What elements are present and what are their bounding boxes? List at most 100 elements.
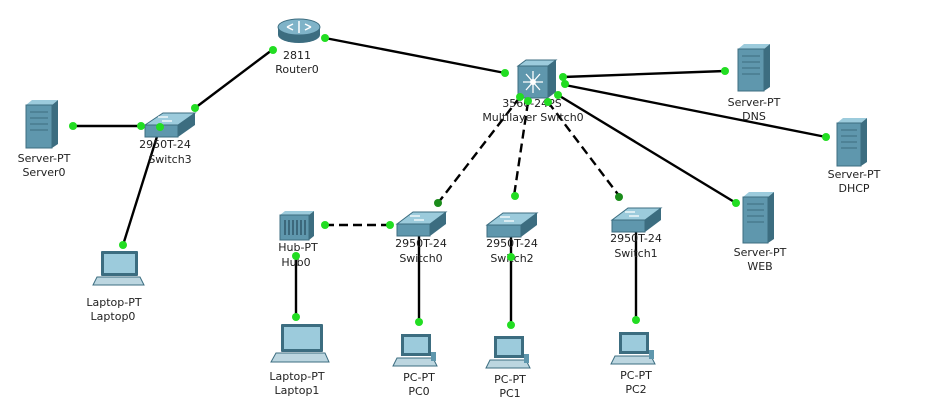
- port-light: [292, 252, 300, 260]
- device-switch1[interactable]: 2950T-24 Switch1: [610, 207, 663, 260]
- pc-icon: [485, 336, 531, 369]
- multilayer-switch-icon: [516, 59, 558, 99]
- router0-name-label: Router0: [275, 63, 318, 76]
- pc0-model-label: PC-PT: [403, 371, 435, 384]
- pc1-model-label: PC-PT: [494, 373, 526, 386]
- server0-name-label: Server0: [22, 166, 65, 179]
- device-switch0[interactable]: 2950T-24 Switch0: [395, 211, 448, 265]
- switch-icon: [395, 211, 448, 237]
- port-light: [561, 80, 569, 88]
- laptop0-model-label: Laptop-PT: [86, 296, 141, 309]
- switch-icon: [485, 212, 539, 238]
- hub0-name-label: Hub0: [281, 256, 310, 269]
- pc-icon: [392, 334, 438, 367]
- device-switch3[interactable]: 2950T-24 Switch3: [139, 112, 197, 166]
- switch1-name-label: Switch1: [614, 247, 657, 260]
- link-router0-switch3[interactable]: [194, 49, 273, 109]
- device-laptop0[interactable]: Laptop-PT Laptop0: [86, 251, 145, 323]
- server-icon: [25, 100, 58, 149]
- port-light: [632, 316, 640, 324]
- laptop0-name-label: Laptop0: [91, 310, 136, 323]
- web-name-label: WEB: [747, 260, 772, 273]
- hub0-model-label: Hub-PT: [278, 241, 318, 254]
- laptop-icon: [270, 324, 330, 363]
- link-mls-switch0[interactable]: [437, 96, 521, 204]
- device-multilayer-switch0[interactable]: 3560-24PS Multilayer Switch0: [482, 59, 584, 124]
- pc1-name-label: PC1: [499, 387, 520, 400]
- laptop1-name-label: Laptop1: [275, 384, 320, 397]
- port-light: [524, 97, 532, 105]
- device-pc2[interactable]: PC-PT PC2: [610, 332, 656, 396]
- port-lights-layer: [69, 34, 830, 329]
- port-light: [434, 199, 442, 207]
- dhcp-name-label: DHCP: [838, 182, 869, 195]
- port-light: [615, 193, 623, 201]
- port-light: [822, 133, 830, 141]
- hub-icon: [279, 211, 314, 241]
- port-light: [721, 67, 729, 75]
- switch0-model-label: 2950T-24: [395, 237, 447, 250]
- server-icon: [836, 118, 867, 167]
- pc2-model-label: PC-PT: [620, 369, 652, 382]
- device-dns-server[interactable]: Server-PT DNS: [728, 44, 781, 123]
- port-light: [554, 91, 562, 99]
- port-light: [156, 123, 164, 131]
- device-server0[interactable]: Server-PT Server0: [18, 100, 71, 179]
- link-mls-switch2[interactable]: [512, 101, 530, 197]
- port-light: [415, 318, 423, 326]
- port-light: [544, 98, 552, 106]
- pc2-name-label: PC2: [625, 383, 646, 396]
- switch2-model-label: 2950T-24: [486, 237, 538, 250]
- laptop-icon: [92, 251, 145, 286]
- port-light: [511, 192, 519, 200]
- switch-icon: [143, 112, 197, 138]
- device-dhcp-server[interactable]: Server-PT DHCP: [828, 118, 881, 195]
- port-light: [119, 241, 127, 249]
- link-mls-dns[interactable]: [562, 69, 726, 79]
- dhcp-model-label: Server-PT: [828, 168, 881, 181]
- port-light: [321, 34, 329, 42]
- link-router0-mls[interactable]: [324, 36, 506, 75]
- server-icon: [737, 44, 770, 92]
- link-switch3-laptop0[interactable]: [121, 126, 162, 246]
- mls-model-label: 3560-24PS: [502, 97, 562, 110]
- device-laptop1[interactable]: Laptop-PT Laptop1: [269, 324, 330, 397]
- port-light: [137, 122, 145, 130]
- device-web-server[interactable]: Server-PT WEB: [734, 192, 787, 273]
- mls-name-label: Multilayer Switch0: [482, 111, 583, 124]
- port-light: [559, 73, 567, 81]
- port-light: [269, 46, 277, 54]
- router-icon: [277, 18, 321, 43]
- device-router0[interactable]: 2811 Router0: [275, 18, 321, 76]
- port-light: [507, 253, 515, 261]
- switch3-model-label: 2950T-24: [139, 138, 191, 151]
- port-light: [292, 313, 300, 321]
- pc-icon: [610, 332, 656, 365]
- port-light: [69, 122, 77, 130]
- port-light: [321, 221, 329, 229]
- device-hub0[interactable]: Hub-PT Hub0: [278, 211, 318, 269]
- switch-icon: [610, 207, 663, 233]
- port-light: [191, 104, 199, 112]
- web-model-label: Server-PT: [734, 246, 787, 259]
- server-icon: [742, 192, 774, 244]
- pc0-name-label: PC0: [408, 385, 429, 398]
- device-pc1[interactable]: PC-PT PC1: [485, 336, 531, 400]
- laptop1-model-label: Laptop-PT: [269, 370, 324, 383]
- switch1-model-label: 2950T-24: [610, 232, 662, 245]
- server0-model-label: Server-PT: [18, 152, 71, 165]
- port-light: [386, 221, 394, 229]
- dns-name-label: DNS: [742, 110, 766, 123]
- port-light: [507, 321, 515, 329]
- switch0-name-label: Switch0: [399, 252, 442, 265]
- router0-model-label: 2811: [283, 49, 311, 62]
- switch3-name-label: Switch3: [148, 153, 191, 166]
- link-mls-web[interactable]: [557, 93, 737, 205]
- link-mls-dhcp[interactable]: [564, 83, 827, 139]
- device-pc0[interactable]: PC-PT PC0: [392, 334, 438, 398]
- dns-model-label: Server-PT: [728, 96, 781, 109]
- link-mls-switch1[interactable]: [547, 101, 621, 198]
- port-light: [501, 69, 509, 77]
